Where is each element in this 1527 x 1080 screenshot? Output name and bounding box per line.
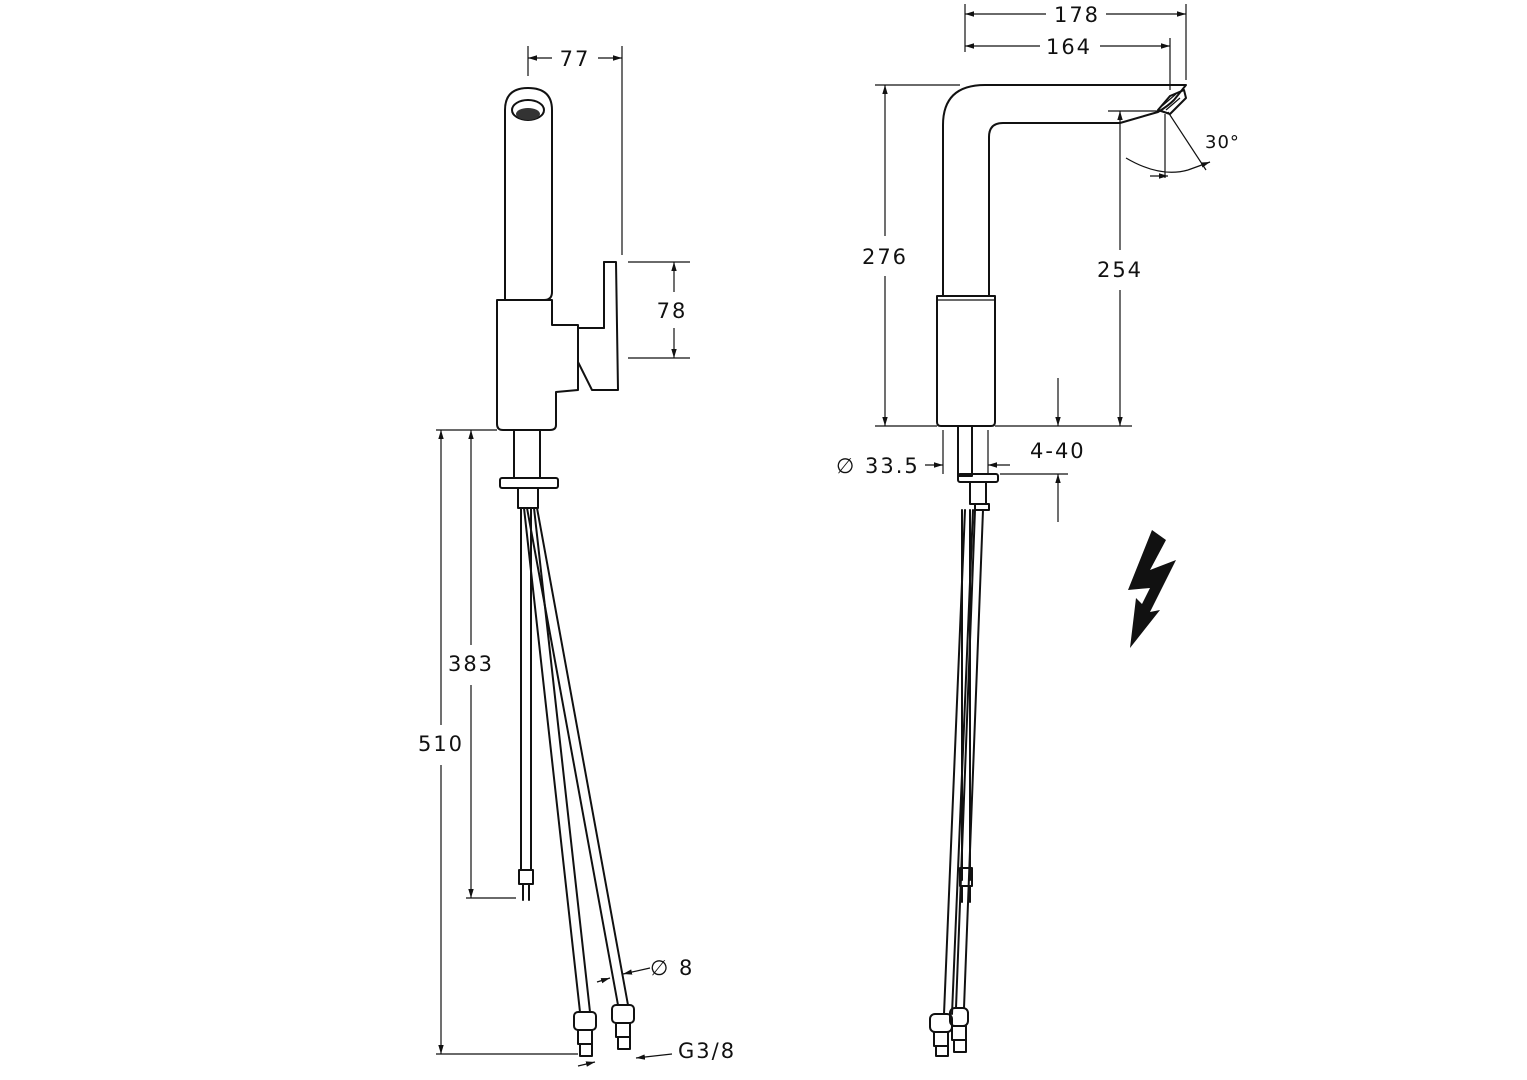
dim-angle: 30° <box>1125 111 1240 179</box>
dim-383-label: 383 <box>448 652 494 676</box>
front-hoses <box>929 509 984 1057</box>
dim-164: 164 <box>965 35 1171 90</box>
dim-78: 78 <box>628 261 690 359</box>
dim-178-label: 178 <box>1054 3 1100 27</box>
dim-383: 383 <box>448 429 516 899</box>
front-faucet-body <box>936 84 1187 511</box>
dim-angle-label: 30° <box>1205 132 1240 153</box>
front-view: 178 164 30° 276 <box>836 3 1240 1057</box>
dim-thread: G3/8 <box>577 1039 736 1067</box>
lightning-bolt-icon <box>1128 530 1176 648</box>
dim-deck-thickness: 4-40 <box>1000 378 1086 522</box>
dim-thread-label: G3/8 <box>678 1039 736 1063</box>
dim-hose-diameter-label: ∅ 8 <box>650 956 694 980</box>
dim-276: 276 <box>862 84 960 427</box>
dim-178: 178 <box>964 3 1187 80</box>
dim-276-label: 276 <box>862 245 908 269</box>
dim-510: 510 <box>418 429 578 1055</box>
side-faucet-body <box>496 87 619 509</box>
side-hoses <box>518 507 635 1057</box>
dim-hole-diameter: ∅ 33.5 <box>836 430 1010 478</box>
dim-deck-thickness-label: 4-40 <box>1030 439 1086 463</box>
dim-77-label: 77 <box>560 47 591 71</box>
dim-78-label: 78 <box>657 299 688 323</box>
dim-254: 254 <box>995 110 1160 427</box>
dim-164-label: 164 <box>1046 35 1092 59</box>
dim-254-label: 254 <box>1097 258 1143 282</box>
side-view: 77 78 383 510 <box>418 46 736 1067</box>
dim-hole-diameter-label: ∅ 33.5 <box>836 454 920 478</box>
dim-hose-diameter: ∅ 8 <box>596 956 694 984</box>
dim-510-label: 510 <box>418 732 464 756</box>
dim-77: 77 <box>527 46 623 255</box>
